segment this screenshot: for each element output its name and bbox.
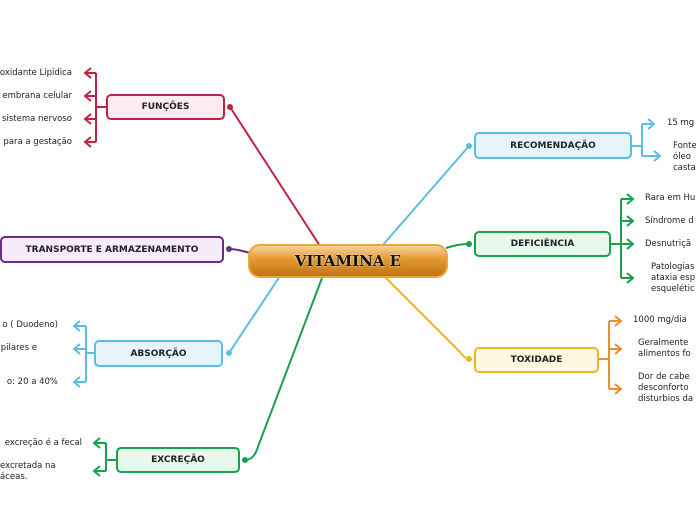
chevron-funcoes-1	[83, 67, 92, 79]
leaf-funcoes-1[interactable]: oxidante Lipídica	[0, 68, 72, 78]
link-absorcao	[228, 275, 281, 354]
link-toxidade	[383, 275, 470, 360]
leaf-recomendacao-1[interactable]: 15 mg	[667, 118, 695, 128]
bracket-funcoes	[85, 72, 106, 143]
leaf-deficiencia-1[interactable]: Rara em Hu	[645, 193, 696, 203]
bracket-recomendacao	[632, 123, 660, 157]
leaf-deficiencia-3[interactable]: Desnutriçã	[645, 239, 692, 249]
chevron-deficiencia-4	[626, 272, 635, 284]
chevron-deficiencia-2	[626, 215, 635, 227]
bracket-toxidade	[599, 320, 621, 390]
chevron-excrecao-1	[92, 437, 101, 449]
chevron-excrecao-2	[92, 465, 101, 477]
link-deficiencia	[445, 243, 470, 249]
chevron-funcoes-2	[83, 90, 92, 102]
link-absorcao-dot	[226, 350, 232, 356]
bracket-excrecao	[94, 442, 116, 472]
topic-toxidade[interactable]: TOXIDADE	[474, 347, 599, 373]
leaf-deficiencia-2[interactable]: Síndrome d	[645, 216, 694, 226]
leaf-absorcao-2[interactable]: pilares e	[0, 343, 37, 353]
leaf-funcoes-2[interactable]: embrana celular	[2, 91, 72, 101]
leaf-funcoes-4[interactable]: para a gestação	[3, 137, 72, 147]
chevron-absorcao-3	[72, 376, 81, 388]
chevron-toxidade-3	[614, 383, 623, 395]
leaf-toxidade-2[interactable]: Geralmente alimentos fo	[638, 338, 691, 359]
central-topic[interactable]: VITAMINA E	[248, 244, 448, 278]
bracket-deficiencia	[611, 198, 633, 279]
link-recomendacao-dot	[466, 143, 472, 149]
link-excrecao-dot	[242, 457, 248, 463]
leaf-toxidade-1[interactable]: 1000 mg/dia	[633, 315, 687, 325]
chevron-funcoes-3	[83, 113, 92, 125]
link-transporte	[228, 248, 251, 254]
link-funcoes	[229, 106, 321, 247]
chevron-absorcao-2	[72, 343, 81, 355]
leaf-recomendacao-2[interactable]: Fonte óleo casta	[673, 141, 696, 173]
link-funcoes-dot	[227, 104, 233, 110]
chevron-recomendacao-1	[647, 118, 656, 130]
chevron-toxidade-2	[614, 343, 623, 355]
topic-recomendacao[interactable]: RECOMENDAÇÃO	[474, 132, 632, 159]
leaf-toxidade-3[interactable]: Dor de cabe desconforto disturbios da	[638, 372, 694, 404]
leaf-absorcao-1[interactable]: o ( Duodeno)	[2, 320, 58, 330]
chevron-deficiencia-1	[626, 193, 635, 205]
topic-absorcao[interactable]: ABSORÇÃO	[94, 340, 223, 367]
link-deficiencia-dot	[466, 241, 472, 247]
topic-transporte-armazenamento[interactable]: TRANSPORTE E ARMAZENAMENTO	[0, 236, 224, 263]
chevron-absorcao-1	[72, 320, 81, 332]
link-recomendacao	[381, 145, 470, 247]
leaf-deficiencia-4[interactable]: Patologias ataxia esp esquelétic	[651, 262, 696, 294]
link-transporte-dot	[226, 246, 232, 252]
link-toxidade-dot	[466, 356, 472, 362]
leaf-excrecao-2[interactable]: excretada na áceas.	[0, 461, 56, 482]
leaf-funcoes-3[interactable]: sistema nervoso	[2, 114, 72, 124]
chevron-funcoes-4	[83, 136, 92, 148]
chevron-deficiencia-3	[626, 238, 635, 250]
link-excrecao	[244, 277, 323, 461]
leaf-excrecao-1[interactable]: excreção é a fecal	[4, 438, 82, 448]
chevron-recomendacao-2	[653, 150, 662, 162]
leaf-absorcao-3[interactable]: o: 20 a 40%	[6, 377, 58, 387]
topic-funcoes[interactable]: FUNÇÕES	[106, 94, 225, 120]
topic-excrecao[interactable]: EXCREÇÃO	[116, 447, 240, 473]
chevron-toxidade-1	[614, 315, 623, 327]
topic-deficiencia[interactable]: DEFICIÊNCIA	[474, 231, 611, 257]
bracket-absorcao	[74, 325, 94, 383]
